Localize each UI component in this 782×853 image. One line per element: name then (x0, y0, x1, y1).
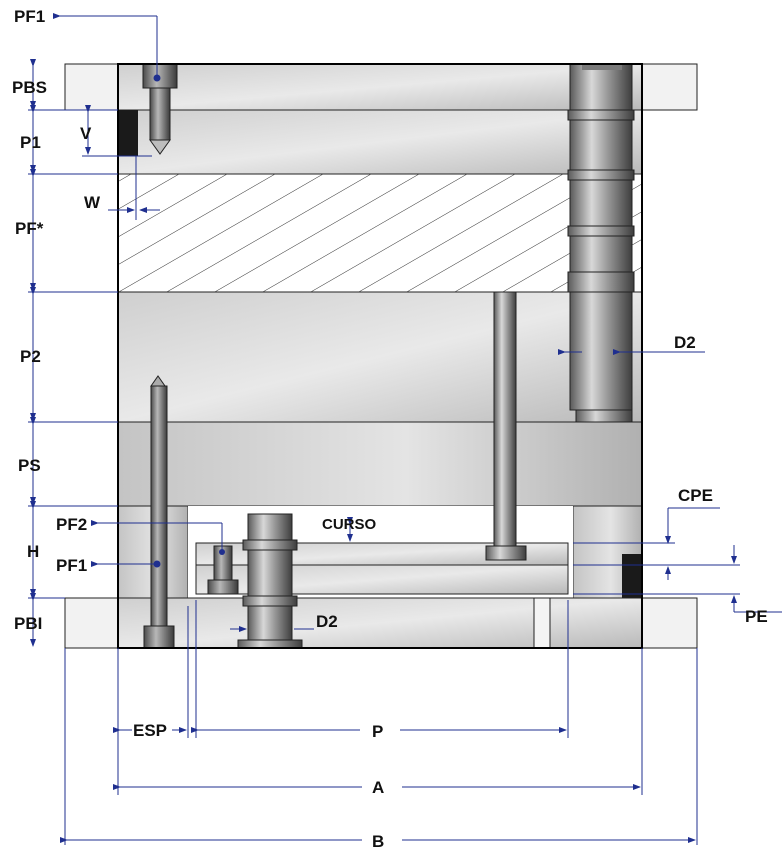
plate-p1 (117, 109, 643, 175)
ejector-guide-pin (237, 513, 303, 649)
label-h: H (27, 542, 39, 561)
label-pbi: PBI (14, 614, 42, 633)
bottom-clamp-plate (64, 597, 698, 649)
label-esp: ESP (133, 721, 167, 740)
label-d2-right: D2 (674, 333, 696, 352)
label-p2: P2 (20, 347, 41, 366)
label-b: B (372, 832, 384, 851)
label-pbs: PBS (12, 78, 47, 97)
ejector-housing (117, 505, 643, 599)
label-a: A (372, 778, 384, 797)
cavity-plate-hatched (117, 173, 643, 293)
small-bolt (207, 545, 239, 595)
label-pf1-top: PF1 (14, 7, 45, 26)
label-pf1-bottom: PF1 (56, 556, 87, 575)
long-bolt-left (143, 375, 175, 649)
label-pf2: PF2 (56, 515, 87, 534)
plate-p2 (117, 291, 643, 423)
stop-block (622, 554, 642, 598)
label-ps: PS (18, 456, 41, 475)
support-plate-ps (117, 421, 643, 507)
label-p: P (372, 722, 383, 741)
label-p1: P1 (20, 133, 41, 152)
guide-pin-right (567, 63, 635, 423)
label-d2-bottom: D2 (316, 612, 338, 631)
label-pe: PE (745, 607, 768, 626)
label-pf-star: PF* (15, 219, 44, 238)
label-curso: CURSO (322, 516, 377, 533)
return-pin (485, 291, 527, 561)
label-cpe: CPE (678, 486, 713, 505)
top-bolt (142, 63, 178, 155)
dimension-lines (28, 13, 782, 845)
label-v: V (80, 124, 92, 143)
dimension-labels: PF1 PBS P1 V W PF* P2 PS H PF2 PF1 PBI D… (12, 7, 768, 851)
locating-block (118, 110, 138, 156)
label-w: W (84, 193, 101, 212)
